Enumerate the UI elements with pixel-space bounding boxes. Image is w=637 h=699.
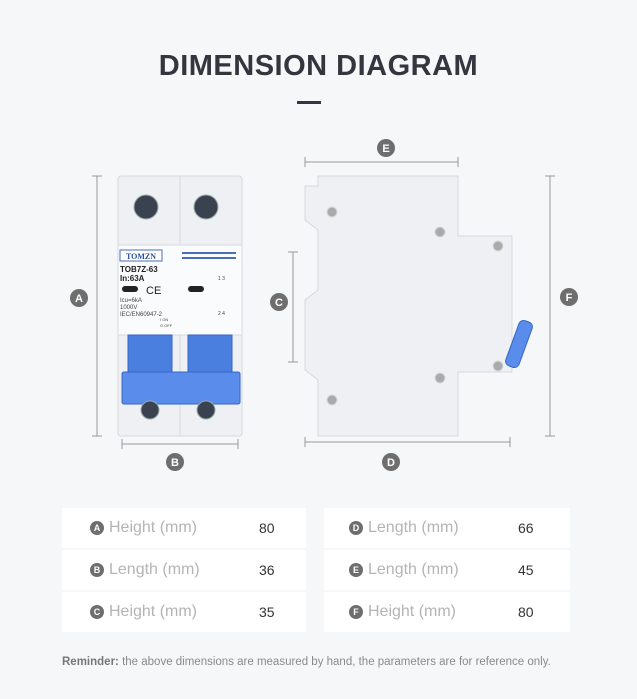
off-text: O OFF [160,323,173,328]
terminal-screw-icon [133,194,159,220]
marker-a: A [75,293,83,305]
dimension-row-d: D Length (mm) 66 [324,508,570,548]
dimension-row-e: E Length (mm) 45 [324,550,570,590]
dimension-value: 45 [518,562,534,578]
dimension-row-c: C Height (mm) 35 [62,592,306,632]
marker-badge: B [90,563,104,577]
marker-d: D [387,457,395,469]
dimension-label: Length (mm) [368,561,459,578]
dimension-label: Length (mm) [109,561,200,578]
handle-bar [121,371,241,405]
marker-badge: E [349,563,363,577]
dimension-label: Length (mm) [368,519,459,536]
marker-c: C [275,297,283,309]
dimension-label: Height (mm) [109,519,198,536]
dimension-diagram: TOMZN TOB7Z-63 In:63A CE Icu=6kA 1000V I… [70,139,578,471]
front-view: TOMZN TOB7Z-63 In:63A CE Icu=6kA 1000V I… [117,175,243,437]
dimension-value: 66 [518,520,534,536]
dimension-lines [92,157,555,449]
dimension-label: Height (mm) [109,603,198,620]
standard-text: IEC/EN60947-2 [120,312,163,318]
model-text: TOB7Z-63 [120,265,158,274]
on-text: I ON [160,317,168,322]
marker-badge: C [90,605,104,619]
dimension-value: 80 [259,520,275,536]
reminder-prefix: Reminder: [62,656,119,668]
page-title: DIMENSION DIAGRAM [158,50,479,82]
dimension-value: 36 [259,562,275,578]
terminals-top: 1 3 [218,276,225,282]
marker-b: B [171,457,179,469]
rating-text: In:63A [120,274,145,283]
dimension-row-b: B Length (mm) 36 [62,550,306,590]
dimension-value: 80 [518,604,534,620]
ce-mark: CE [146,285,161,297]
dimension-label: Height (mm) [368,603,457,620]
terminals-bottom: 2 4 [218,311,225,317]
title-divider [297,101,321,104]
marker-badge: D [349,521,363,535]
dimension-value: 35 [259,604,275,620]
reminder-text: the above dimensions are measured by han… [118,656,551,668]
brand-logo: TOMZN [126,252,156,261]
marker-e: E [382,143,389,155]
dimension-row-f: F Height (mm) 80 [324,592,570,632]
markers: A B C D E F [70,139,578,471]
reminder-note: Reminder: the above dimensions are measu… [62,656,551,668]
side-handle [505,319,533,369]
marker-badge: A [90,521,104,535]
marker-f: F [566,292,573,304]
terminal-screw-icon [193,194,219,220]
dimension-row-a: A Height (mm) 80 [62,508,306,548]
side-view [304,175,533,437]
icu-text: Icu=6kA [120,298,142,304]
marker-badge: F [349,605,363,619]
voltage-text: 1000V [120,305,137,311]
